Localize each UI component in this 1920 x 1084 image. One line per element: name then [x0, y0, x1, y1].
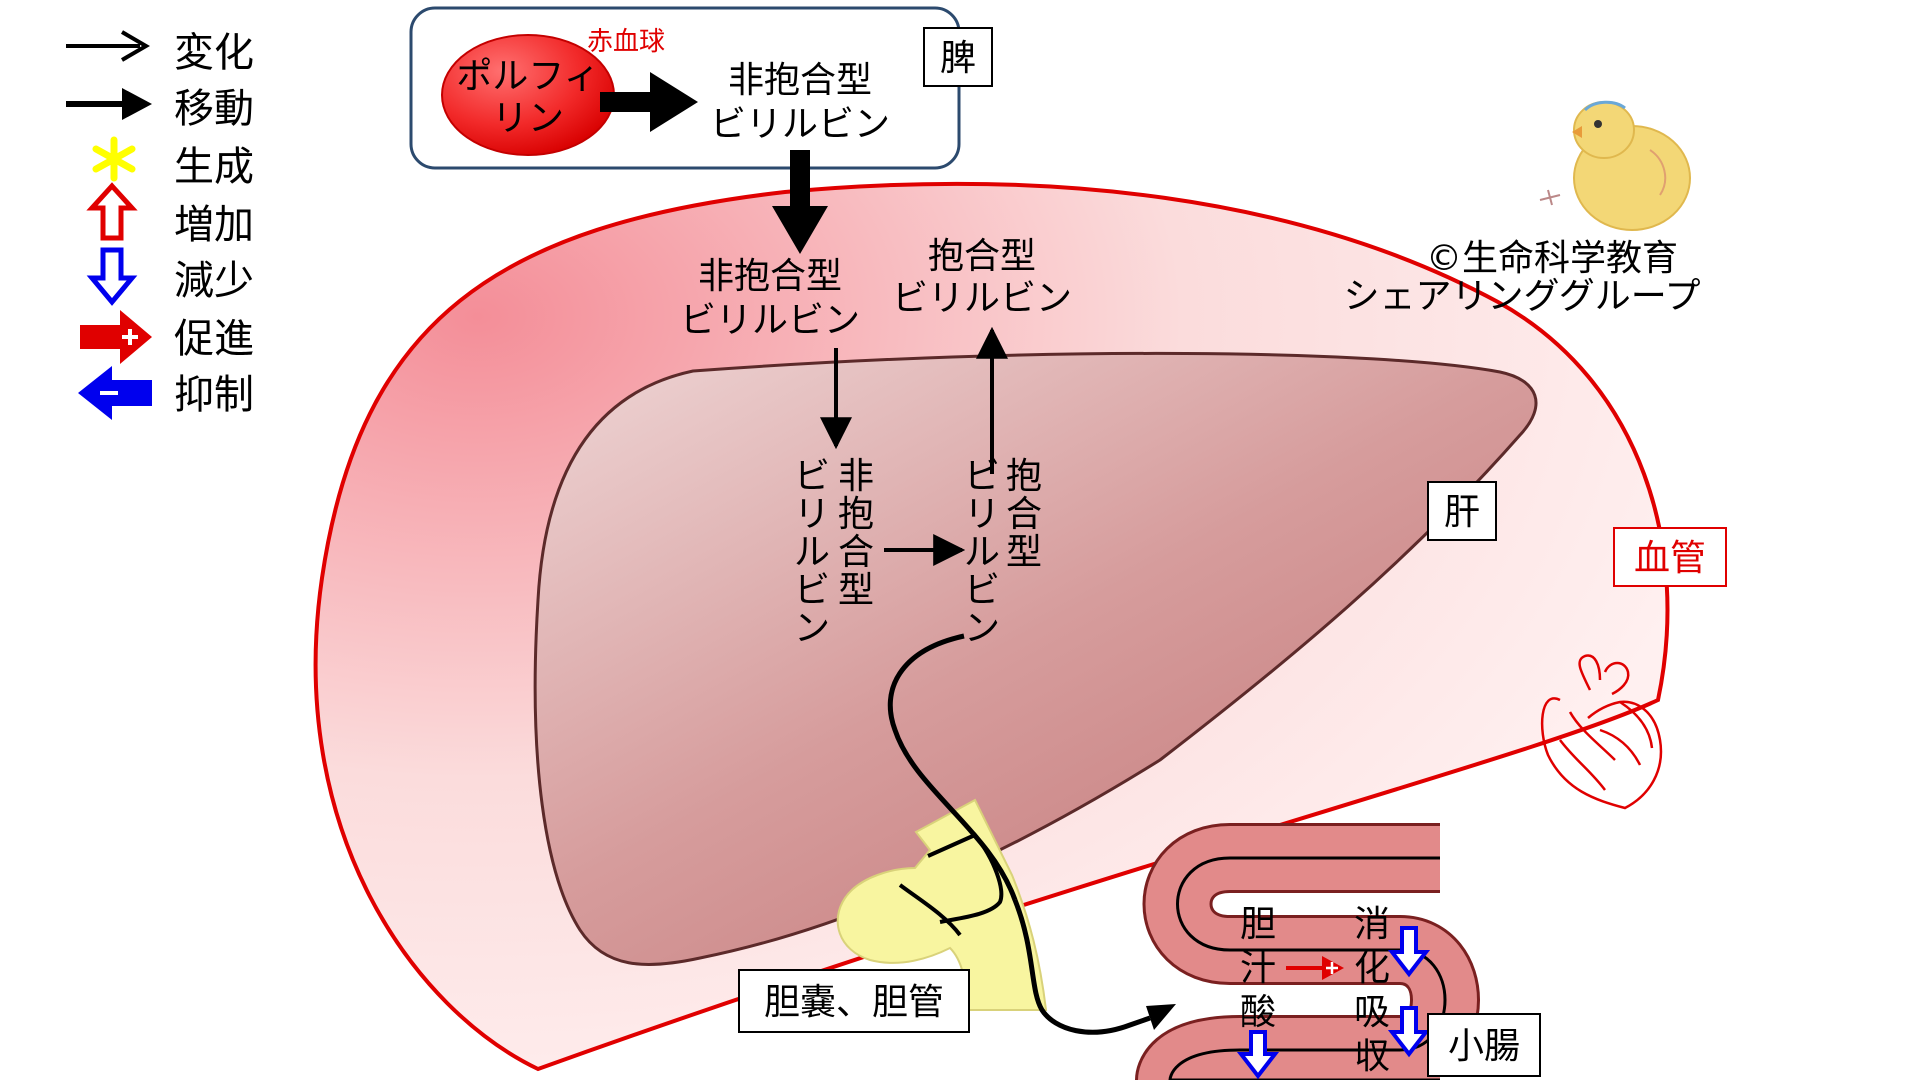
- blood-vessel-label-box: [1613, 527, 1727, 587]
- decrease-arrow-icon: [1387, 926, 1431, 978]
- liver-conjugated-col1: ビ リ ル ビ ン: [964, 456, 1000, 649]
- vertical-char: 型: [838, 570, 874, 611]
- bile-acid-char: 汁: [1240, 948, 1276, 989]
- digest-absorb-char: 消: [1354, 904, 1390, 945]
- open-arrow-icon: [66, 30, 150, 62]
- bile-flow-arrowhead: [1146, 1004, 1176, 1030]
- digest-absorb-char: 収: [1354, 1036, 1390, 1077]
- blue-down-arrow-icon: [86, 247, 138, 306]
- spleen-to-blood-arrow: [772, 150, 828, 254]
- decrease-arrow-icon: [1387, 1006, 1431, 1058]
- copyright-line1: ©生命科学教育: [1426, 238, 1678, 279]
- blood-vessel-label: 血管: [1634, 538, 1706, 579]
- legend-increase-label: 増加: [174, 202, 254, 248]
- vertical-char: ル: [794, 532, 830, 573]
- vertical-char: リ: [794, 494, 830, 535]
- vertical-char: ル: [964, 532, 1000, 573]
- chick-mascot-icon: [1539, 100, 1691, 231]
- blood-conjugated-line2: ビリルビン: [892, 278, 1072, 319]
- liver-unconjugated-label: ビ リ ル ビ ン 非 抱 合 型: [794, 456, 874, 649]
- bile-acid-char: 酸: [1240, 992, 1276, 1033]
- filled-arrow-icon: [66, 88, 152, 120]
- vertical-char: ビ: [794, 456, 830, 497]
- spleen-label: 脾: [940, 38, 976, 79]
- vertical-char: ビ: [794, 570, 830, 611]
- small-intestine-label-box: [1427, 1013, 1541, 1077]
- legend-decrease-label: 減少: [174, 258, 254, 304]
- vertical-char: 抱: [838, 494, 874, 535]
- yellow-asterisk-icon: [92, 136, 136, 182]
- spleen-label-box: [923, 27, 993, 87]
- small-intestine: [1135, 823, 1480, 1084]
- bile-duct: [836, 798, 1048, 1011]
- vertical-char: 合: [838, 532, 874, 573]
- legend-change-label: 変化: [174, 30, 254, 76]
- vertical-char: 抱: [1006, 456, 1042, 497]
- bile-acid-char: 胆: [1240, 904, 1276, 945]
- red-plus-arrow-icon: [80, 310, 152, 364]
- bile-flow-line: [887, 633, 1151, 1035]
- porphyrin-label-line1: ポルフィ: [456, 56, 599, 97]
- red-up-arrow-icon: [86, 182, 138, 241]
- liver: [533, 351, 1538, 967]
- small-intestine-label: 小腸: [1448, 1026, 1520, 1067]
- vertical-char: 型: [1006, 532, 1042, 573]
- decrease-arrow-icon: [1236, 1030, 1280, 1080]
- legend-generate-label: 生成: [174, 144, 254, 190]
- legend-move-label: 移動: [174, 86, 254, 132]
- promote-arrow-icon: [1286, 956, 1344, 980]
- spleen-conversion-arrow: [600, 72, 698, 132]
- legend-inhibit-label: 抑制: [174, 372, 254, 418]
- vertical-char: 合: [1006, 494, 1042, 535]
- legend-promote-label: 促進: [174, 316, 254, 362]
- legend: 変化 移動 生成 増加 減少 促進 抑制: [66, 30, 254, 420]
- copyright-line2: シェアリンググループ: [1343, 276, 1700, 317]
- liver-label: 肝: [1444, 492, 1480, 533]
- blood-unconjugated-line1: 非抱合型: [698, 256, 842, 297]
- vertical-char: ン: [794, 608, 830, 649]
- spleen-unconjugated-line2: ビリルビン: [710, 104, 890, 145]
- porphyrin-label-line2: リン: [492, 98, 564, 139]
- liver-unconjugated-col2: 非 抱 合 型: [838, 456, 874, 611]
- liver-conjugated-label: ビ リ ル ビ ン 抱 合 型: [964, 456, 1042, 649]
- vertical-char: リ: [964, 494, 1000, 535]
- liver-unconjugated-col1: ビ リ ル ビ ン: [794, 456, 830, 649]
- spleen-unconjugated-line1: 非抱合型: [728, 60, 872, 101]
- red-blood-cell-label: 赤血球: [587, 27, 665, 57]
- vertical-char: 非: [838, 456, 874, 497]
- liver-label-box: [1427, 481, 1497, 541]
- blood-unconjugated-line2: ビリルビン: [680, 300, 860, 341]
- vertical-char: ビ: [964, 456, 1000, 497]
- vertical-char: ビ: [964, 570, 1000, 611]
- liver-conjugated-col2: 抱 合 型: [1006, 456, 1042, 573]
- digest-absorb-char: 吸: [1354, 992, 1390, 1033]
- blue-minus-arrow-icon: [78, 366, 152, 420]
- bile-duct-inner-line: [898, 883, 962, 937]
- vertical-char: ン: [964, 608, 1000, 649]
- heart-icon: [1540, 654, 1663, 810]
- digest-absorb-char: 化: [1354, 948, 1390, 989]
- gallbladder-label-box: [738, 969, 970, 1033]
- gallbladder-label: 胆嚢、胆管: [764, 982, 944, 1023]
- blood-conjugated-line1: 抱合型: [928, 236, 1036, 277]
